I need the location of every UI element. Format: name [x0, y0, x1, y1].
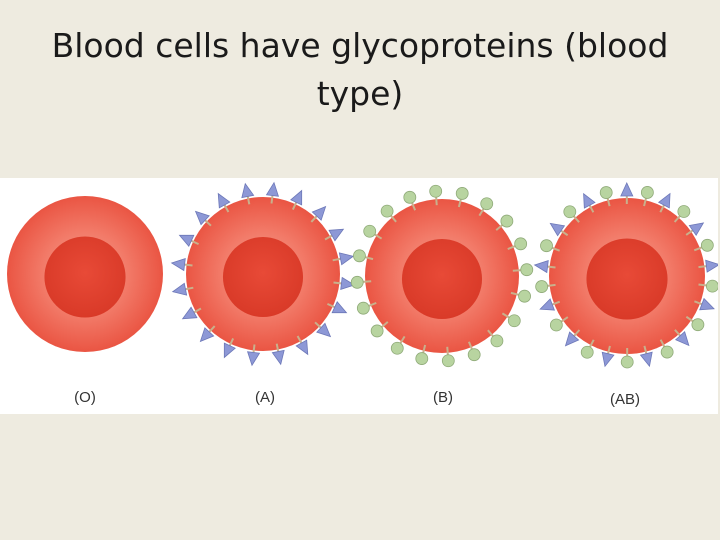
antigen-b-marker: [370, 324, 384, 338]
cell-label-b: (B): [433, 389, 453, 406]
cell-label-a: (A): [255, 389, 275, 406]
antigen-a-marker: [247, 351, 261, 367]
blood-cell-illustration: (O) (A) (B) (AB): [7, 181, 718, 408]
antigen-b-marker: [514, 237, 528, 251]
antigen-b-marker: [677, 205, 691, 218]
antigen-a-marker: [170, 258, 186, 272]
antigen-b-marker: [507, 314, 521, 328]
antigen-b-marker: [455, 187, 469, 200]
cell-label-ab: (AB): [610, 391, 640, 408]
antigen-b-marker: [363, 224, 377, 238]
antigen-b-marker: [415, 352, 429, 365]
blood-cell-b: [350, 184, 534, 368]
antigen-b-marker: [480, 197, 494, 211]
antigen-b-marker: [403, 190, 417, 204]
antigen-b-marker: [520, 263, 534, 277]
antigen-b-marker: [640, 186, 654, 199]
antigen-a-marker: [171, 282, 188, 296]
cell-label-o: (O): [74, 389, 96, 406]
antigen-a-marker: [178, 234, 195, 247]
blood-cell-o: [7, 196, 163, 352]
antigen-a-marker: [583, 192, 596, 209]
antigen-a-marker: [331, 301, 348, 314]
antigen-a-marker: [539, 298, 556, 311]
antigen-b-marker: [350, 275, 364, 289]
antigen-b-marker: [429, 184, 443, 198]
cell-center: [44, 236, 126, 318]
antigen-b-marker: [441, 354, 455, 368]
antigen-a-marker: [290, 189, 303, 206]
antigen-b-marker: [390, 341, 404, 355]
antigen-a-marker: [265, 181, 279, 197]
antigen-b-marker: [700, 238, 714, 252]
antigen-a-marker: [316, 322, 332, 338]
antigen-b-marker: [706, 279, 718, 293]
antigen-b-marker: [518, 289, 531, 303]
antigen-b-marker: [620, 355, 634, 369]
slide-title: Blood cells have glycoproteins (blood ty…: [51, 26, 669, 113]
antigen-b-marker: [563, 205, 577, 219]
cell-center: [222, 236, 304, 318]
antigen-b-marker: [356, 301, 370, 315]
antigen-a-marker: [564, 331, 580, 347]
cell-center: [586, 238, 668, 320]
antigen-a-marker: [549, 222, 566, 237]
antigen-a-marker: [311, 205, 327, 221]
antigen-a-marker: [533, 260, 549, 274]
blood-cell-ab: [533, 182, 718, 369]
antigen-a-marker: [181, 306, 198, 320]
antigen-b-marker: [580, 345, 594, 359]
antigen-b-marker: [535, 280, 549, 293]
antigen-a-marker: [338, 252, 355, 266]
antigen-b-marker: [660, 345, 674, 359]
antigen-b-marker: [540, 239, 553, 253]
antigen-a-marker: [639, 351, 653, 368]
antigen-a-marker: [620, 182, 634, 197]
antigen-a-marker: [705, 259, 718, 273]
antigen-a-marker: [340, 276, 356, 290]
antigen-a-marker: [601, 351, 615, 368]
antigen-a-marker: [241, 182, 255, 199]
cell-center: [401, 238, 483, 320]
antigen-a-marker: [194, 210, 210, 226]
antigen-a-marker: [657, 192, 671, 209]
blood-cell-diagram: (O) (A) (B) (AB): [0, 178, 718, 414]
antigen-b-marker: [490, 334, 504, 348]
antigen-b-marker: [380, 204, 394, 218]
antigen-a-marker: [674, 331, 690, 347]
antigen-b-marker: [500, 214, 514, 228]
antigen-b-marker: [599, 186, 613, 199]
antigen-b-marker: [467, 348, 481, 362]
antigen-a-marker: [217, 192, 231, 209]
antigen-b-marker: [549, 318, 563, 332]
antigen-b-marker: [353, 249, 366, 263]
antigen-a-marker: [328, 228, 345, 242]
antigen-a-marker: [699, 297, 715, 311]
antigen-a-marker: [271, 349, 285, 366]
antigen-b-marker: [691, 318, 705, 332]
antigen-a-marker: [688, 222, 705, 237]
blood-cell-a: [170, 181, 356, 367]
antigen-a-marker: [199, 327, 215, 343]
antigen-a-marker: [295, 339, 309, 356]
antigen-a-marker: [223, 342, 236, 359]
